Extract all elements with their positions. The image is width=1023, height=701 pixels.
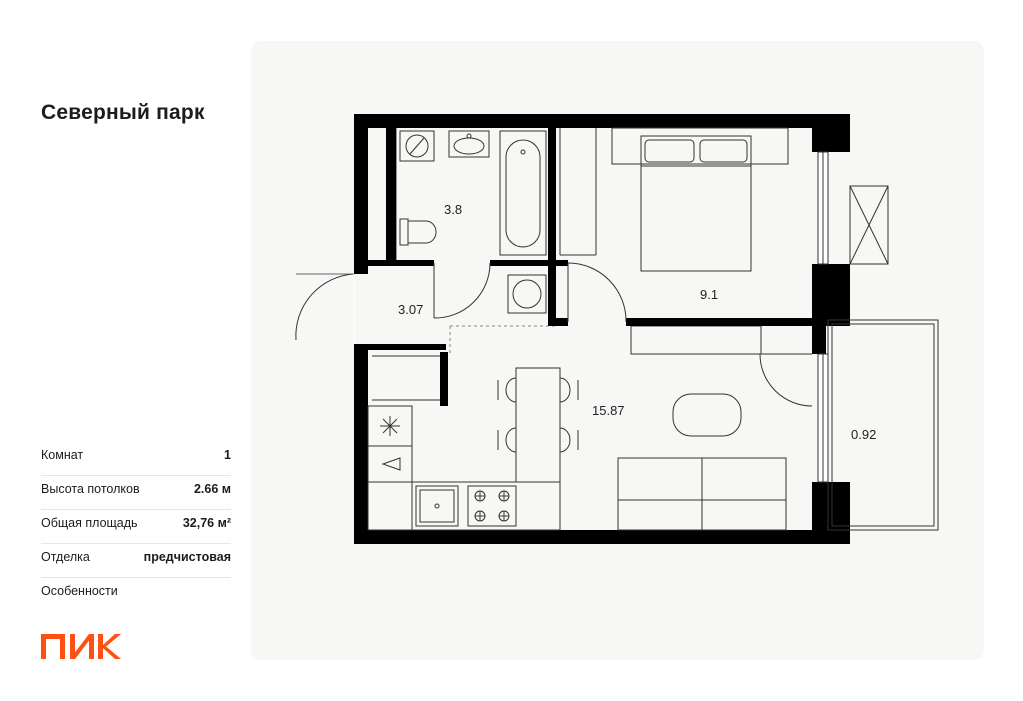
project-title: Северный парк xyxy=(41,101,205,124)
spec-total-area: Общая площадь 32,76 м² xyxy=(41,510,231,544)
dining-set xyxy=(497,367,579,483)
sofa xyxy=(617,457,787,531)
bedroom-door xyxy=(567,262,627,323)
specs-table: Комнат 1 Высота потолков 2.66 м Общая пл… xyxy=(41,442,231,611)
kitchen xyxy=(367,405,561,531)
floor-plan: 3.8 3.07 9.1 15.87 0.92 xyxy=(295,114,939,544)
room-area-bathroom: 3.8 xyxy=(444,202,462,217)
bathroom-door xyxy=(433,262,491,319)
entrance-door xyxy=(295,273,355,344)
spec-ceiling-height: Высота потолков 2.66 м xyxy=(41,476,231,510)
spec-label: Общая площадь xyxy=(41,516,138,530)
spec-value: 2.66 м xyxy=(193,482,231,496)
balcony-door xyxy=(759,353,813,407)
floor-plan-panel: 3.8 3.07 9.1 15.87 0.92 xyxy=(251,41,984,660)
pik-logo[interactable] xyxy=(41,634,121,665)
spec-value: предчистовая xyxy=(143,550,231,564)
spec-finishing: Отделка предчистовая xyxy=(41,544,231,578)
spec-label: Комнат xyxy=(41,448,84,462)
spec-label: Отделка xyxy=(41,550,90,564)
balcony xyxy=(827,319,939,531)
bathroom-fixtures xyxy=(399,130,547,314)
coffee-table xyxy=(672,393,742,437)
spec-rooms: Комнат 1 xyxy=(41,442,231,476)
room-area-hallway: 3.07 xyxy=(398,302,423,317)
walls xyxy=(354,114,850,544)
spec-features: Особенности xyxy=(41,578,231,611)
spec-label: Особенности xyxy=(41,584,118,598)
ac-unit xyxy=(849,185,889,265)
pik-logo-mark xyxy=(41,634,121,659)
room-area-balcony: 0.92 xyxy=(851,427,876,442)
spec-value: 32,76 м² xyxy=(182,516,231,530)
spec-label: Высота потолков xyxy=(41,482,140,496)
stove-burners xyxy=(474,490,510,522)
bed xyxy=(611,127,789,272)
spec-value: 1 xyxy=(224,448,231,462)
room-area-bedroom: 9.1 xyxy=(700,287,718,302)
room-area-kitchen-living: 15.87 xyxy=(592,403,625,418)
fridge-icon xyxy=(380,416,400,436)
